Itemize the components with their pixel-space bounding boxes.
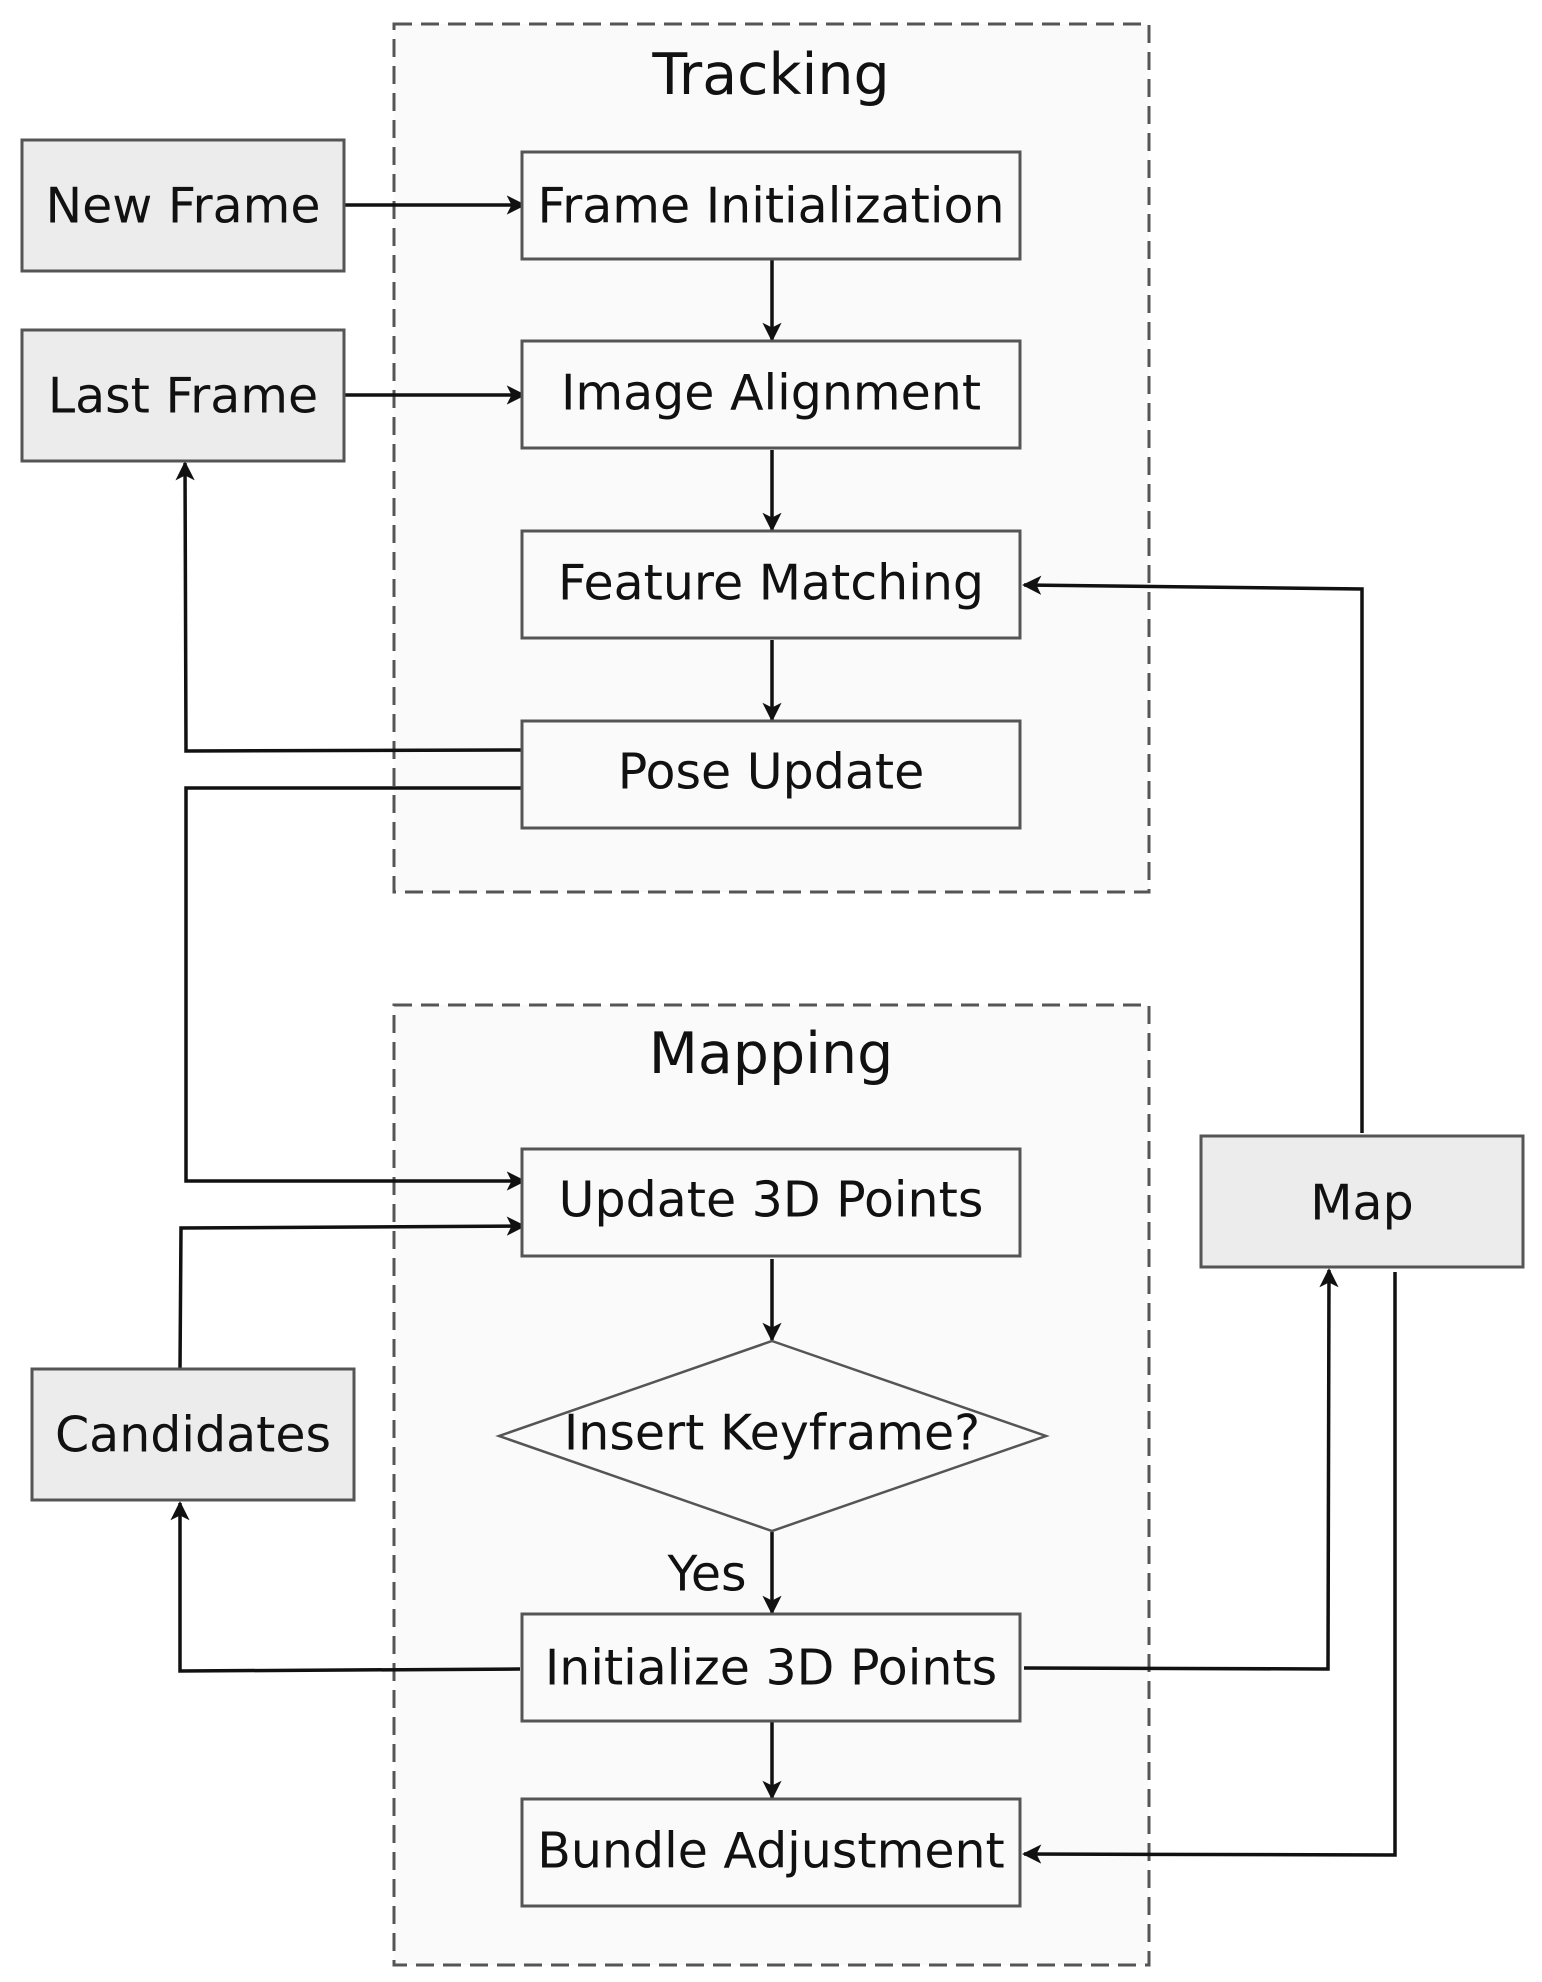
- feature-matching-box: [520, 529, 1022, 640]
- last-frame-box: [20, 328, 346, 463]
- arrow-pose-update-to-last-frame: [175, 461, 523, 753]
- last-frame-label: Last Frame: [48, 368, 318, 425]
- arrow-map-to-feature-matching: [1022, 575, 1364, 1133]
- bundle-adjustment-label: Bundle Adjustment: [537, 1823, 1005, 1880]
- arrow-candidates-to-update-3d-points: [178, 1216, 526, 1371]
- insert-keyframe-decision: [495, 1339, 1050, 1533]
- bundle-adjustment-box: [520, 1797, 1022, 1908]
- pose-update-label: Pose Update: [618, 744, 925, 801]
- feature-matching-label: Feature Matching: [558, 555, 984, 612]
- initialize-3d-points-label: Initialize 3D Points: [545, 1640, 997, 1697]
- arrow-pose-update-to-update-3d-points: [184, 786, 526, 1191]
- image-alignment-label: Image Alignment: [561, 365, 981, 422]
- initialize-3d-points-box: [520, 1612, 1022, 1723]
- candidates-label: Candidates: [55, 1407, 331, 1464]
- map-box: [1199, 1134, 1525, 1269]
- tracking-group-title: Tracking: [651, 42, 889, 108]
- image-alignment-box: [520, 339, 1022, 450]
- candidates-box: [30, 1367, 356, 1502]
- yes-edge-label: Yes: [666, 1546, 746, 1603]
- frame-initialization-label: Frame Initialization: [537, 178, 1004, 235]
- arrow-initialize-3d-points-to-candidates: [170, 1501, 521, 1673]
- insert-keyframe-label: Insert Keyframe?: [564, 1405, 980, 1462]
- update-3d-points-box: [520, 1147, 1022, 1258]
- new-frame-label: New Frame: [45, 178, 320, 235]
- map-label: Map: [1310, 1175, 1413, 1232]
- mapping-group-title: Mapping: [649, 1021, 894, 1087]
- pose-update-box: [520, 719, 1022, 830]
- update-3d-points-label: Update 3D Points: [559, 1172, 984, 1229]
- arrow-initialize-3d-points-to-map: [1023, 1268, 1339, 1671]
- arrow-map-to-bundle-adjustment: [1022, 1272, 1397, 1864]
- frame-initialization-box: [520, 150, 1022, 261]
- new-frame-box: [20, 138, 346, 273]
